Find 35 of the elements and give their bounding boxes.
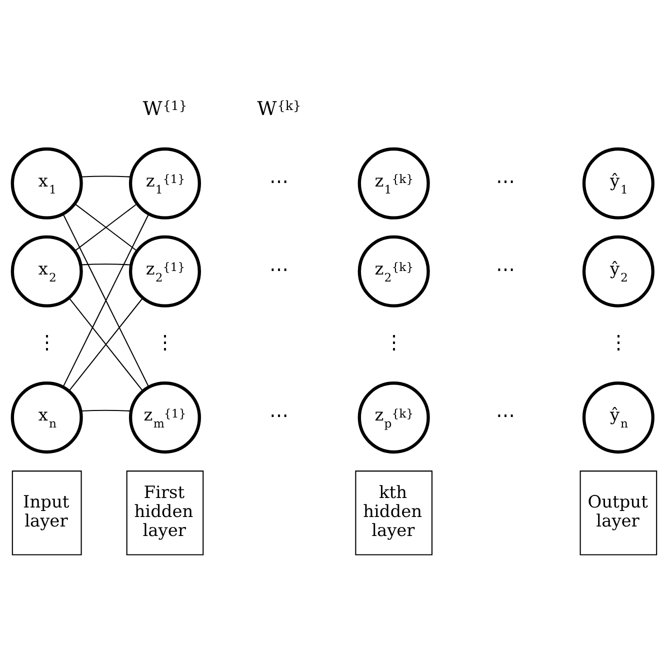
node-circle: z$_{1}$ {1} [128, 146, 201, 219]
node-circle: z$_{2}$ {1} [128, 234, 201, 307]
node-box: Input layer [12, 470, 82, 555]
node-box: kth hidden layer [355, 470, 432, 555]
label: ⋯ [269, 404, 288, 427]
node-circle: x$_{2}$ [10, 234, 83, 307]
node-circle: z$_{p}$ {k} [358, 381, 430, 454]
node-circle: z$_{m}$ {1} [128, 381, 201, 454]
label: {k} [277, 97, 302, 112]
label: W [142, 97, 162, 120]
label: {1} [162, 97, 188, 112]
connector [80, 409, 131, 412]
node-circle: ŷ$_{n}$ [582, 381, 654, 454]
label: ⋯ [496, 404, 516, 427]
connector [80, 263, 131, 265]
node-box: Output layer [580, 470, 658, 555]
connector [62, 213, 150, 387]
connector [68, 297, 144, 391]
label: ⋯ [269, 258, 288, 281]
label: ⋯ [496, 170, 516, 193]
node-circle: x$_{1}$ [10, 146, 83, 219]
node-circle: ŷ$_{1}$ [582, 146, 654, 219]
label: W [257, 97, 277, 120]
node-circle: z$_{2}$ {k} [358, 234, 430, 307]
node-box: First hidden layer [126, 470, 204, 555]
connector [80, 175, 131, 177]
label: ⋮ [155, 332, 174, 354]
label: ⋮ [384, 332, 404, 354]
node-circle: z$_{1}$ {k} [358, 146, 430, 219]
node-circle: x$_{n}$ [10, 381, 83, 454]
label: ⋮ [37, 332, 56, 354]
label: ⋯ [269, 170, 288, 193]
label: ⋮ [608, 332, 628, 354]
label: ⋯ [496, 258, 516, 281]
node-circle: ŷ$_{2}$ [582, 234, 654, 307]
